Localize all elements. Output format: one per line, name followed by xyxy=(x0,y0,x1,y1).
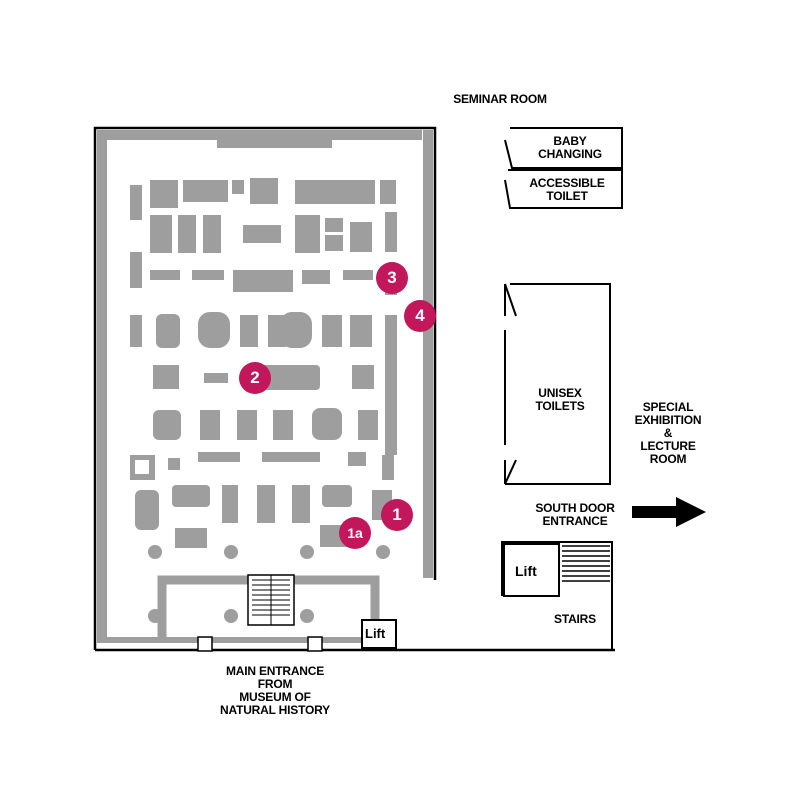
marker-3[interactable]: 3 xyxy=(376,262,408,294)
label-south-door-entrance: SOUTH DOOR ENTRANCE xyxy=(535,501,615,528)
west-wall xyxy=(97,130,107,640)
label-main-entrance: MAIN ENTRANCE FROM MUSEUM OF NATURAL HIS… xyxy=(220,664,330,717)
label-unisex-toilets: UNISEX TOILETS xyxy=(535,386,585,413)
label-stairs: STAIRS xyxy=(554,612,596,626)
label-lift-main: Lift xyxy=(365,626,386,641)
label-baby-changing: BABY CHANGING xyxy=(538,134,602,161)
north-wall-right xyxy=(332,130,422,140)
unisex-toilets-room xyxy=(504,283,611,485)
exhibit-cases xyxy=(130,178,397,623)
lift-main-box xyxy=(361,619,397,649)
marker-1[interactable]: 1 xyxy=(381,499,413,531)
main-hall xyxy=(93,126,615,652)
marker-2[interactable]: 2 xyxy=(239,362,271,394)
baby-changing-room xyxy=(504,127,623,169)
label-seminar-room: SEMINAR ROOM xyxy=(453,92,547,106)
marker-4[interactable]: 4 xyxy=(404,300,436,332)
lift-stairs-block xyxy=(501,541,613,650)
marker-1a[interactable]: 1a xyxy=(339,517,371,549)
south-wall-band xyxy=(97,637,367,643)
accessible-toilet-room xyxy=(504,169,623,209)
label-special-exhibition: SPECIAL EXHIBITION & LECTURE ROOM xyxy=(634,400,702,466)
north-wall-center xyxy=(217,130,332,148)
east-wall xyxy=(423,130,433,578)
arrow-right-icon xyxy=(632,497,706,527)
label-lift-right: Lift xyxy=(515,563,537,579)
lift-right-box xyxy=(503,543,560,597)
label-accessible-toilet: ACCESSIBLE TOILET xyxy=(529,176,605,203)
north-wall-left xyxy=(97,130,217,140)
main-stairs xyxy=(247,574,295,626)
